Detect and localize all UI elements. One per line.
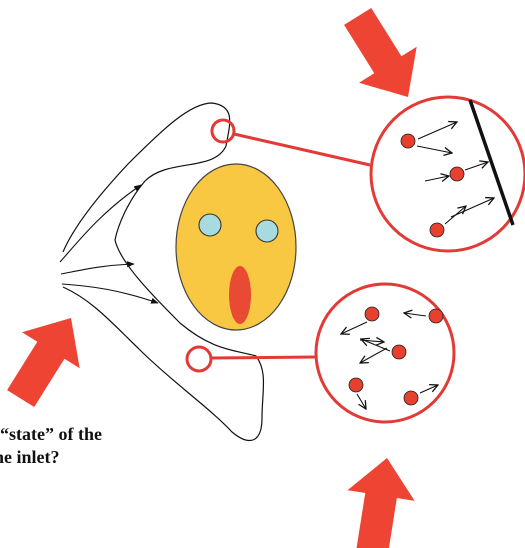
question-caption: “state” of the he inlet? [0, 423, 102, 469]
particle [365, 307, 379, 321]
surprised-face-icon [176, 164, 296, 330]
caption-line-2: he inlet? [0, 446, 96, 469]
left-eye [199, 214, 221, 236]
incoming-arrow-bottom [339, 453, 421, 548]
particle [429, 309, 443, 323]
zoom-circle-interior [316, 284, 454, 422]
caption-line-1: “state” of the [0, 423, 102, 446]
zoom-connector-interior [211, 357, 315, 358]
incoming-arrow-top [329, 0, 437, 115]
particle [401, 134, 415, 148]
particle [392, 345, 406, 359]
zoom-circle-wall [371, 97, 525, 251]
zoom-source-interior [187, 347, 211, 371]
streamline-upper [60, 185, 141, 262]
zoom-connector-wall [234, 134, 370, 165]
particle [430, 223, 444, 237]
incoming-arrow-left [0, 300, 100, 417]
open-mouth [229, 266, 251, 324]
zoom-source-wall [212, 120, 234, 142]
right-eye [256, 220, 278, 242]
particle [404, 391, 418, 405]
streamline-middle [61, 264, 134, 274]
particle [450, 167, 464, 181]
particle [349, 378, 363, 392]
